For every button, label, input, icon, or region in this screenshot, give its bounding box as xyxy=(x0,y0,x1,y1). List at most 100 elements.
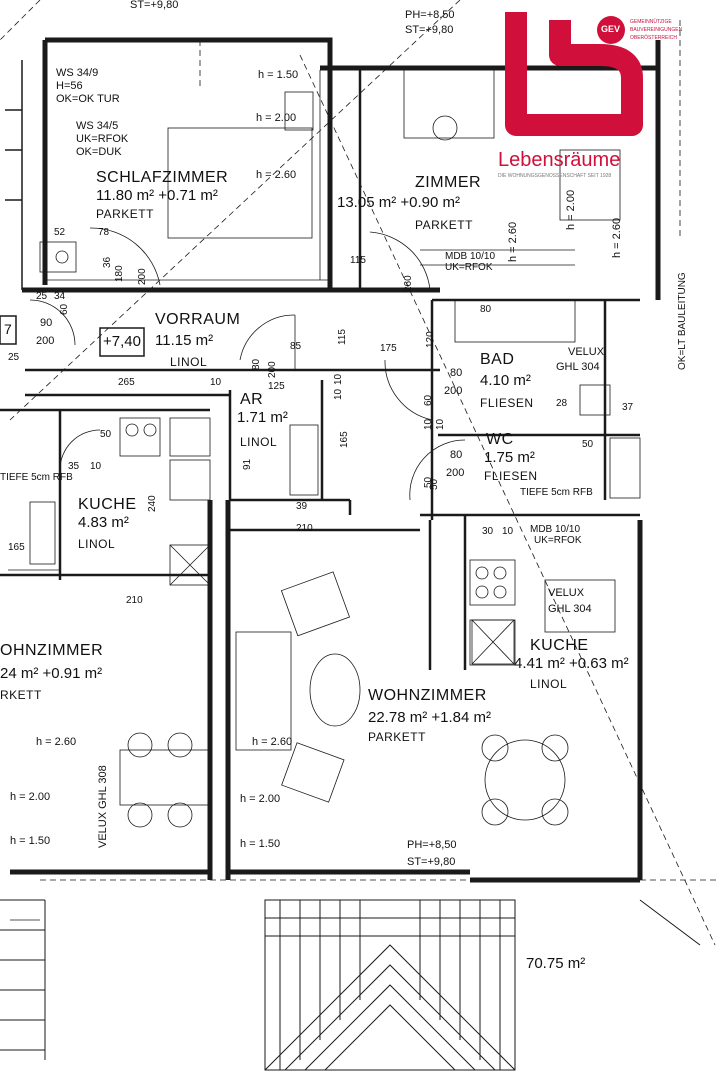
dim-label: 39 xyxy=(296,501,308,512)
height-label: h = 2.60 xyxy=(256,169,297,181)
dim-label: 7 xyxy=(4,321,12,337)
dim-label: 28 xyxy=(556,398,568,409)
interior-walls xyxy=(0,70,640,670)
dim-label: 10 xyxy=(210,377,222,388)
dim-label: 240 xyxy=(147,495,158,512)
dim-label: 80 xyxy=(450,449,463,461)
dim-label: 60 xyxy=(59,303,70,315)
tiefe-left: TIEFE 5cm RFB xyxy=(0,472,73,483)
height-label: h = 2.00 xyxy=(240,793,281,805)
window-ws2-c: OK=DUK xyxy=(76,146,122,158)
room-wohnzimmer-left-name: OHNZIMMER xyxy=(0,642,104,659)
height-label: h = 2.60 xyxy=(507,221,519,262)
room-ar-name: AR xyxy=(240,391,264,408)
dim-label: 85 xyxy=(290,341,302,352)
velux-k-a: VELUX xyxy=(548,587,585,599)
door-swings xyxy=(29,227,466,501)
dim-label: 91 xyxy=(242,458,253,470)
window-mdb2-b: UK=RFOK xyxy=(534,535,582,546)
velux-bad-a: VELUX xyxy=(568,346,605,358)
room-ar-floor: LINOL xyxy=(240,435,278,449)
dim-label: 36 xyxy=(102,256,113,268)
room-bad-area: 4.10 m² xyxy=(480,372,531,389)
height-label: h = 1.50 xyxy=(240,838,281,850)
window-ws1-a: WS 34/9 xyxy=(56,67,99,79)
window-ws2-b: UK=RFOK xyxy=(76,133,129,145)
dim-label: 25 xyxy=(8,352,20,363)
room-zimmer-floor: PARKETT xyxy=(415,218,473,232)
room-wohnzimmer-name: WOHNZIMMER xyxy=(368,687,487,704)
height-label: h = 2.00 xyxy=(565,189,577,230)
level-top-left: ST=+9,80 xyxy=(130,0,179,11)
room-schlafzimmer-area: 11.80 m² +0.71 m² xyxy=(96,187,218,204)
room-wohnzimmer-left-area: 24 m² +0.91 m² xyxy=(0,665,103,682)
brand-badge-icon xyxy=(597,16,625,44)
room-wohnzimmer-floor: PARKETT xyxy=(368,730,426,744)
room-vorraum-name: VORRAUM xyxy=(155,311,241,328)
level-top-ph: PH=+8,50 xyxy=(405,9,455,21)
velux-w: VELUX GHL 308 xyxy=(97,765,109,848)
dim-label: 115 xyxy=(337,329,348,345)
tiefe-wc: TIEFE 5cm RFB xyxy=(520,487,593,498)
dim-label: 200 xyxy=(137,268,148,285)
detail-lines xyxy=(8,69,641,921)
window-ws1-b: H=56 xyxy=(56,80,83,92)
room-kueche-right-area: 4.41 m² +0.63 m² xyxy=(514,655,629,672)
logo-org-line2: BAUVEREINIGUNGEN xyxy=(630,27,683,33)
room-wohnzimmer-area: 22.78 m² +1.84 m² xyxy=(368,709,491,726)
stairs xyxy=(0,899,701,1071)
height-label: h = 2.60 xyxy=(36,736,77,748)
dim-label: 35 xyxy=(68,461,80,472)
dim-label: 210 xyxy=(296,523,313,534)
dim-label: 165 xyxy=(8,542,25,553)
room-zimmer-name: ZIMMER xyxy=(415,174,482,191)
dim-label: 10 xyxy=(502,526,514,537)
height-label: h = 2.60 xyxy=(611,217,623,258)
room-zimmer-area: 13.05 m² +0.90 m² xyxy=(337,194,460,211)
height-label: h = 1.50 xyxy=(258,69,299,81)
dim-label: 25 xyxy=(36,291,48,302)
elevation-mark: +7,40 xyxy=(103,333,141,350)
dim-label: 165 xyxy=(339,431,350,448)
height-label: h = 2.00 xyxy=(256,112,297,124)
dim-label: 52 xyxy=(54,227,66,238)
logo-badge-text: GEV xyxy=(601,24,621,34)
window-mdb1-a: MDB 10/10 xyxy=(445,251,496,262)
dim-label: 90 xyxy=(40,317,53,329)
room-schlafzimmer-floor: PARKETT xyxy=(96,207,154,221)
dim-label: 210 xyxy=(126,595,143,606)
bauleitung-note: OK=LT BAULEITUNG xyxy=(677,272,688,370)
dim-label: 125 xyxy=(268,381,285,392)
dim-label: 10 xyxy=(90,461,102,472)
dim-label: 175 xyxy=(380,343,397,354)
dim-label: 34 xyxy=(54,291,66,302)
velux-k-b: GHL 304 xyxy=(548,603,592,615)
brand-logo-shape xyxy=(505,12,643,136)
logo-tagline: DIE WOHNUNGSGENOSSENSCHAFT SEIT 1928 xyxy=(498,173,612,179)
dim-label: 60 xyxy=(423,394,434,406)
level-bottom-ph: PH=+8,50 xyxy=(407,839,457,851)
height-label: h = 1.50 xyxy=(10,835,51,847)
dim-label: 10 xyxy=(435,418,446,430)
dim-label: 180 xyxy=(114,265,125,282)
room-wc-name: WC xyxy=(486,431,514,448)
dim-label: 37 xyxy=(622,402,634,413)
dim-label: 200 xyxy=(36,335,55,347)
dim-label: 200 xyxy=(444,385,463,397)
window-ws1-c: OK=OK TUR xyxy=(56,93,120,105)
dim-label: 10 xyxy=(333,388,344,400)
logo-word-a: Lebens xyxy=(498,149,564,171)
dim-label: 200 xyxy=(446,467,465,479)
logo-wordmark: Lebensräume xyxy=(498,150,620,170)
room-bad-name: BAD xyxy=(480,351,515,368)
dim-label: 120 xyxy=(425,331,436,348)
room-vorraum-floor: LINOL xyxy=(170,355,208,369)
window-mdb2-a: MDB 10/10 xyxy=(530,524,581,535)
room-schlafzimmer-name: SCHLAFZIMMER xyxy=(96,169,229,186)
velux-bad-b: GHL 304 xyxy=(556,361,600,373)
dim-label: 80 xyxy=(480,304,492,315)
dim-label: 10 xyxy=(423,418,434,430)
room-vorraum-area: 11.15 m² xyxy=(155,332,214,349)
dim-label: 260 xyxy=(403,275,414,292)
